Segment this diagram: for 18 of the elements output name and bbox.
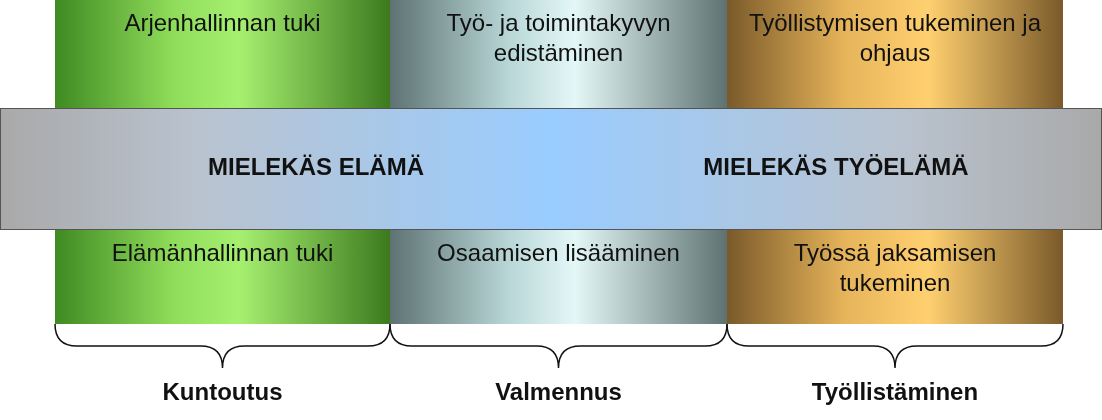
column-panel (55, 0, 390, 108)
bracket-label: Kuntoutus (162, 378, 283, 406)
column-panel (727, 230, 1063, 324)
panel-text: Elämänhallinnan tuki (111, 238, 334, 268)
bracket-label: Valmennus (495, 378, 622, 406)
panel-text: Arjenhallinnan tuki (124, 8, 321, 38)
banner-heading: MIELEKÄS ELÄMÄ (208, 153, 424, 181)
panel-text: Työ- ja toimintakyvyn edistäminen (445, 8, 672, 68)
banner-band (0, 108, 1102, 230)
column-panel (727, 0, 1063, 108)
panel-text: Osaamisen lisääminen (437, 238, 680, 268)
banner-heading: MIELEKÄS TYÖELÄMÄ (703, 153, 969, 181)
column-panel (390, 0, 727, 108)
panel-text: Työssä jaksamisen tukeminen (792, 238, 998, 298)
column-panel (390, 230, 727, 324)
column-panel (55, 230, 390, 324)
bracket-label: Työllistäminen (811, 378, 979, 406)
panel-text: Työllistymisen tukeminen ja ohjaus (747, 8, 1043, 68)
